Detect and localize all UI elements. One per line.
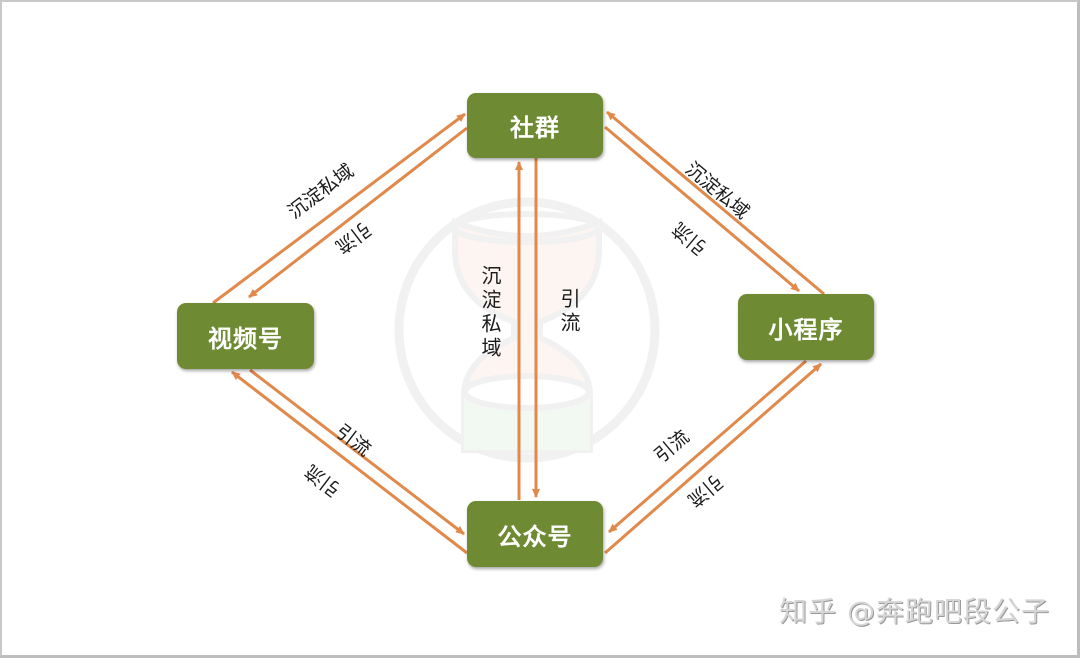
arrow-mini-to-community xyxy=(606,110,825,296)
arrow-video-to-community xyxy=(212,112,466,305)
node-community: 社群 xyxy=(467,93,603,158)
node-mini-program: 小程序 xyxy=(738,294,874,360)
arrow-official-to-mini xyxy=(604,362,822,555)
arrow-mini-to-official xyxy=(608,359,807,534)
arrow-official-to-video xyxy=(231,370,468,555)
arrow-community-to-video xyxy=(248,126,468,299)
arrows xyxy=(212,110,825,555)
node-video-channel: 视频号 xyxy=(177,303,314,369)
node-official-account: 公众号 xyxy=(467,501,603,567)
background-logo-icon xyxy=(394,197,660,463)
label-center-right: 引流 xyxy=(557,288,581,336)
label-center-left: 沉淀私域 xyxy=(478,265,502,361)
source-watermark: 知乎 @奔跑吧段公子 xyxy=(779,595,1050,628)
arrow-community-to-mini xyxy=(604,125,800,293)
arrow-video-to-official xyxy=(249,368,465,536)
